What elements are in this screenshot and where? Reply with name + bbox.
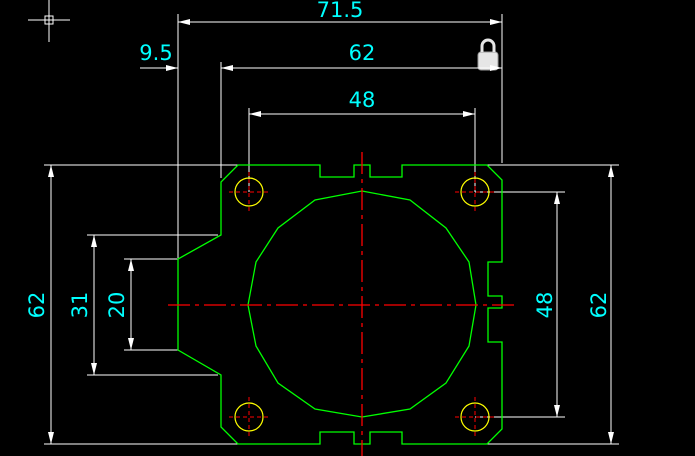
part-outline[interactable] [177, 164, 503, 445]
lock-icon[interactable] [477, 38, 499, 71]
crosshair-cursor-icon [28, 0, 70, 42]
dim-text-top-overall: 71.5 [317, 0, 364, 22]
dim-text-left-flat-height: 20 [105, 292, 129, 319]
dim-text-right-holes: 48 [533, 292, 557, 319]
center-lines [168, 152, 516, 456]
hole-top-right[interactable] [460, 177, 490, 207]
dimension-arrows [48, 19, 614, 444]
hole-bottom-left[interactable] [234, 402, 264, 432]
dim-text-right-outer-height: 62 [587, 292, 611, 319]
dim-text-left-offset: 9.5 [139, 41, 172, 65]
hole-top-left[interactable] [234, 177, 264, 207]
dim-text-top-holes: 48 [349, 88, 376, 112]
hole-bottom-right[interactable] [460, 402, 490, 432]
dim-text-left-outer-height: 62 [25, 292, 49, 319]
dimension-lines [44, 14, 619, 445]
dim-text-top-inner: 62 [349, 41, 376, 65]
mounting-holes [234, 177, 490, 432]
dim-text-left-boss-height: 31 [68, 292, 92, 319]
